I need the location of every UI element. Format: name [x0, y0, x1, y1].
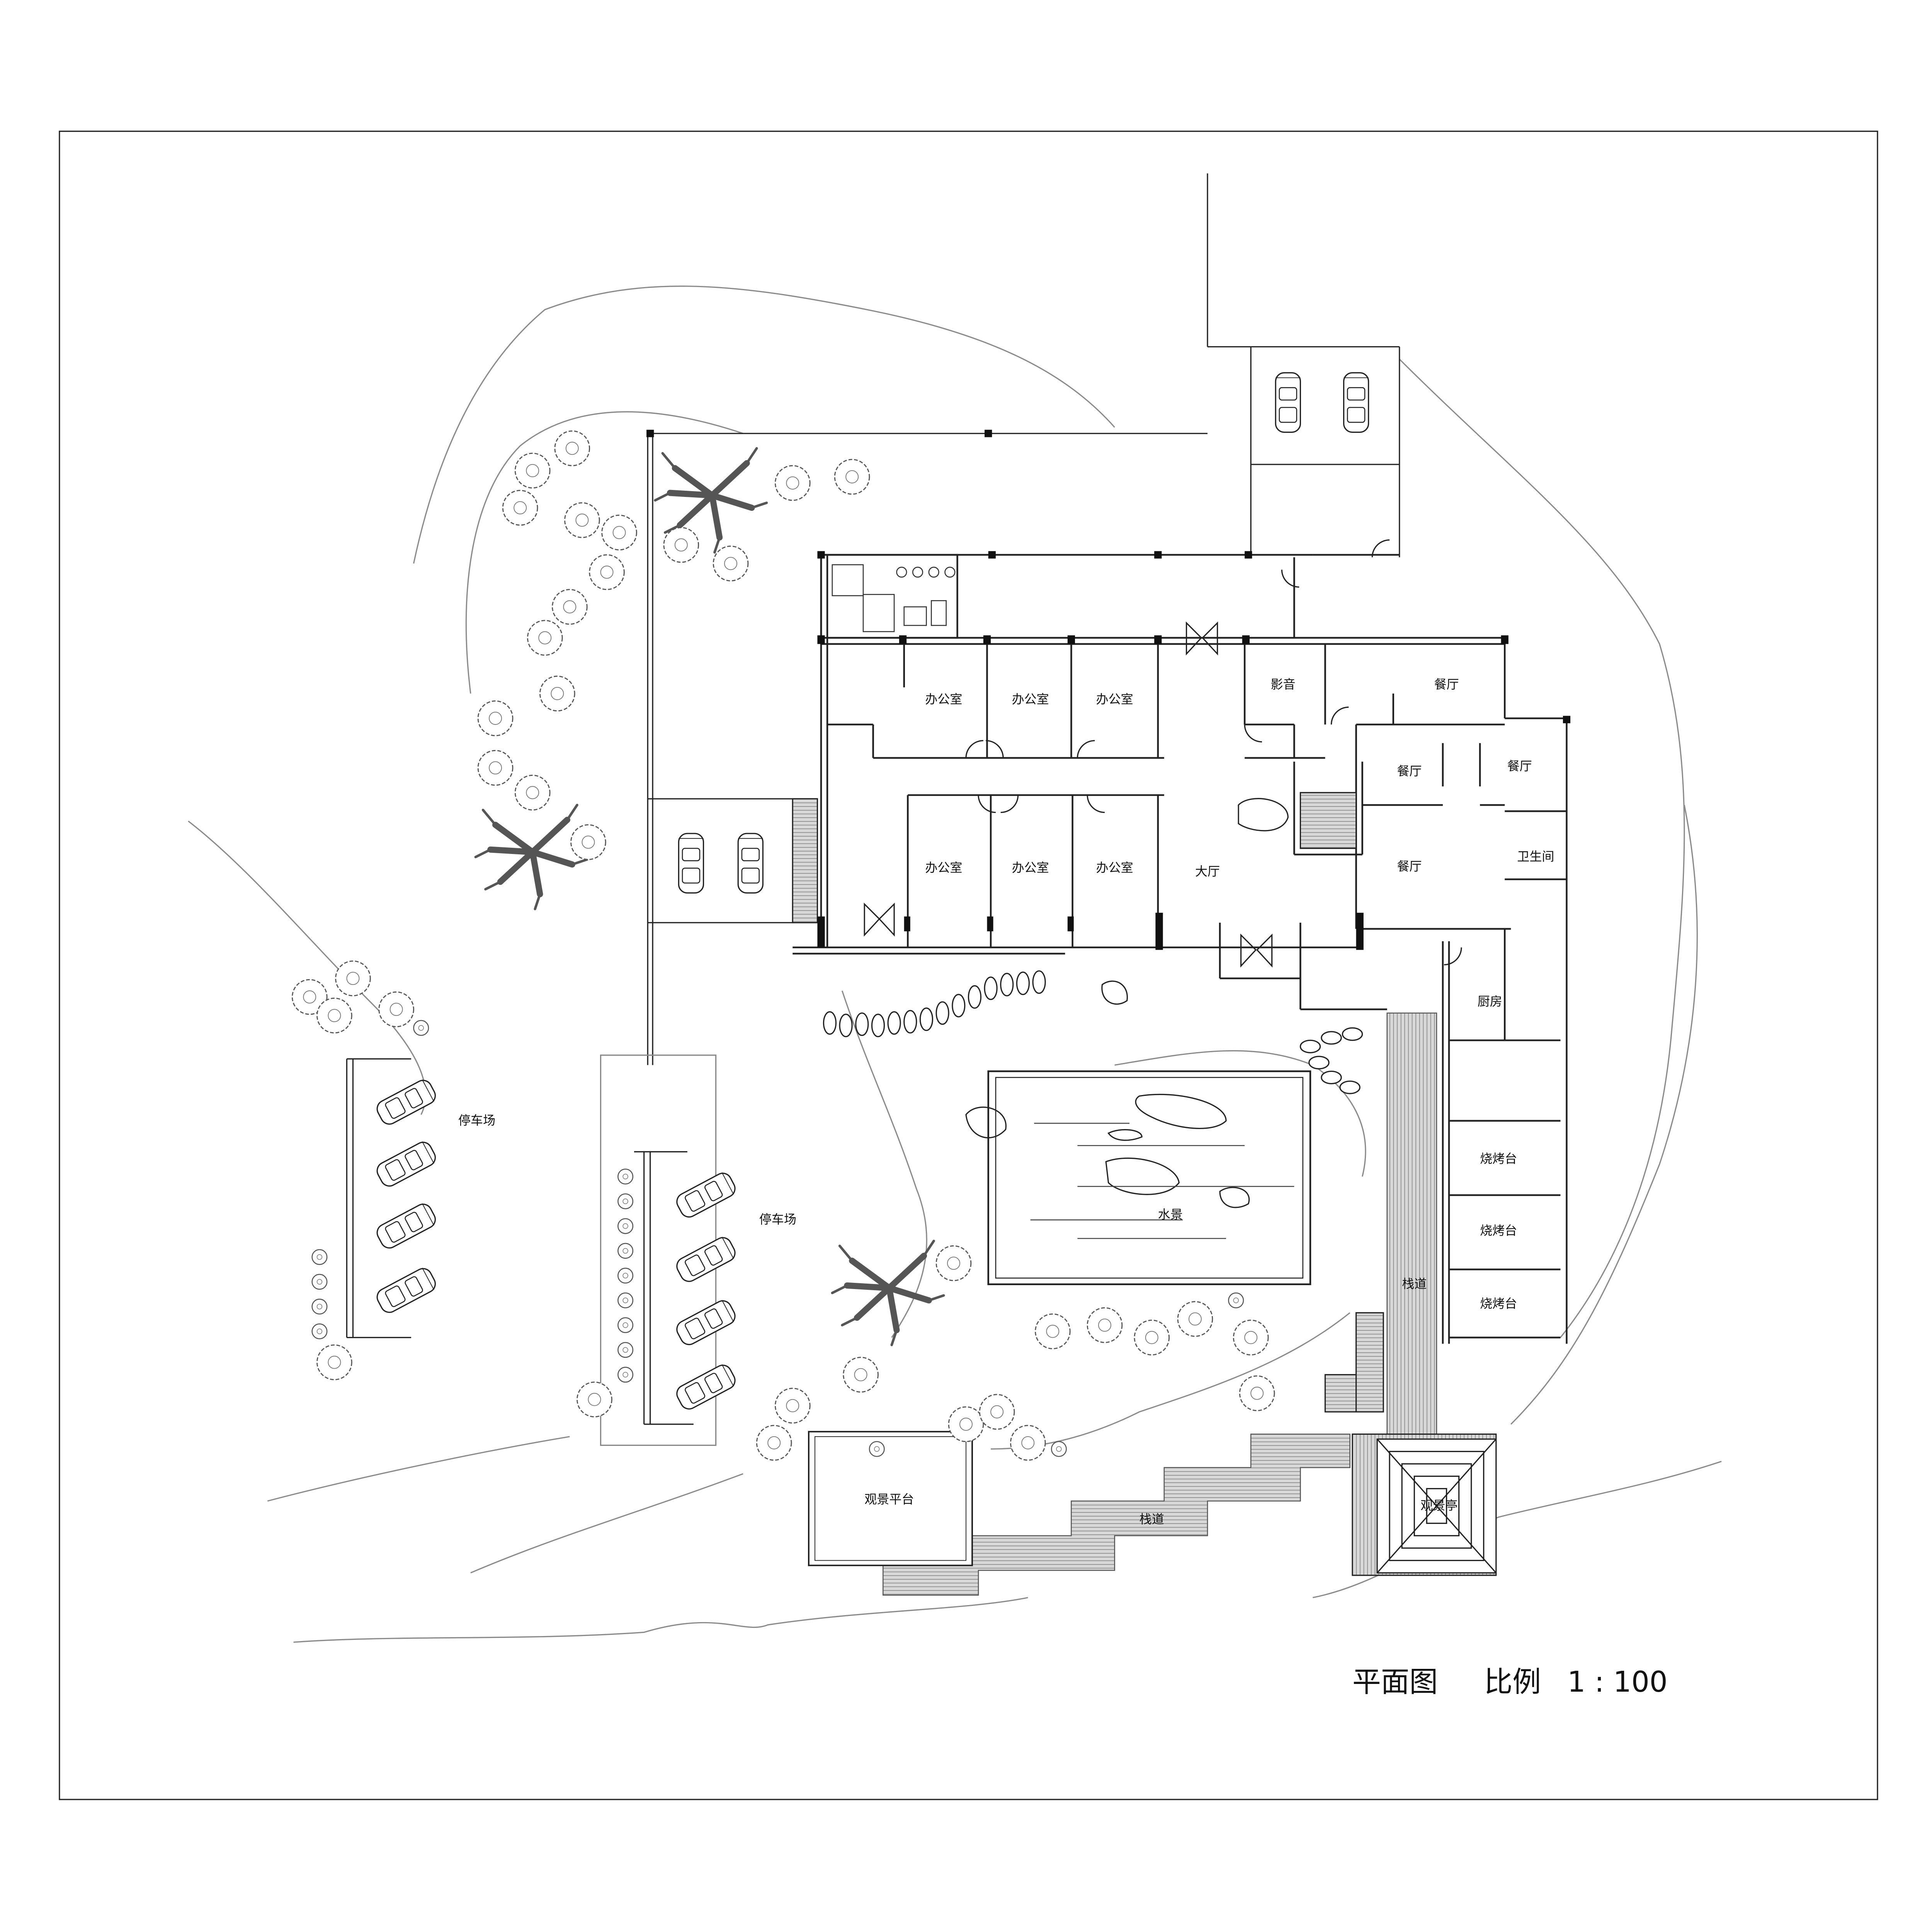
label-office-6: 办公室: [1096, 860, 1133, 875]
drawing-title: 平面图 比例 1 : 100: [1352, 1666, 1668, 1699]
label-office-4: 办公室: [925, 860, 962, 875]
label-dining-4: 餐厅: [1397, 859, 1422, 874]
access-road: [647, 173, 1400, 1065]
stairs: [1299, 792, 1384, 1413]
label-viewing-platform: 观景平台: [864, 1492, 914, 1507]
drawing-frame: [59, 131, 1878, 1800]
label-office-5: 办公室: [1012, 860, 1049, 875]
svg-text:平面图 比例 1 : 100: 平面图 比例 1 : 100: [1352, 1666, 1668, 1699]
label-bbq-1: 烧烤台: [1480, 1151, 1517, 1166]
label-dining-2: 餐厅: [1397, 764, 1422, 778]
label-water-feature: 水景: [1158, 1207, 1183, 1222]
label-lobby: 大厅: [1195, 864, 1220, 879]
label-parking-2: 停车场: [759, 1212, 796, 1227]
service-room-fixtures: [832, 564, 956, 632]
label-boardwalk-2: 栈道: [1139, 1512, 1164, 1526]
main-building: [793, 554, 1568, 1344]
label-boardwalk-1: 栈道: [1402, 1276, 1427, 1291]
label-dining-1: 餐厅: [1434, 677, 1459, 692]
label-office-2: 办公室: [1012, 692, 1049, 707]
scale-label: 比例: [1484, 1666, 1541, 1699]
label-parking-1: 停车场: [458, 1113, 495, 1128]
label-kitchen: 厨房: [1478, 994, 1502, 1009]
viewing-platform-box: [808, 1431, 973, 1566]
room-labels: 办公室 办公室 办公室 办公室 办公室 办公室 影音 餐厅 餐厅 餐厅 餐厅 卫…: [458, 677, 1554, 1526]
label-viewing-pavilion: 观景亭: [1420, 1498, 1458, 1513]
garage-west: [648, 798, 818, 923]
parked-cars: [373, 1077, 739, 1413]
landscape-stones: [965, 798, 1289, 1139]
double-doors: [864, 539, 1462, 968]
vegetation: [291, 430, 1275, 1461]
structural-columns: [817, 551, 1571, 950]
scale-value: 1 : 100: [1567, 1666, 1667, 1699]
title-text: 平面图: [1352, 1666, 1438, 1699]
label-audio-video: 影音: [1270, 677, 1295, 692]
water-feature-pool: [987, 1070, 1311, 1285]
label-restroom: 卫生间: [1517, 849, 1554, 864]
label-bbq-2: 烧烤台: [1480, 1223, 1517, 1238]
label-office-1: 办公室: [925, 692, 962, 707]
viewing-pavilion: [1352, 1433, 1497, 1576]
stepping-stones: [823, 970, 1363, 1094]
boardwalk-decks: [882, 1012, 1437, 1596]
garage-cars-upper: [1275, 372, 1369, 433]
label-office-3: 办公室: [1096, 692, 1133, 707]
label-bbq-3: 烧烤台: [1480, 1296, 1517, 1311]
label-dining-3: 餐厅: [1507, 759, 1532, 774]
